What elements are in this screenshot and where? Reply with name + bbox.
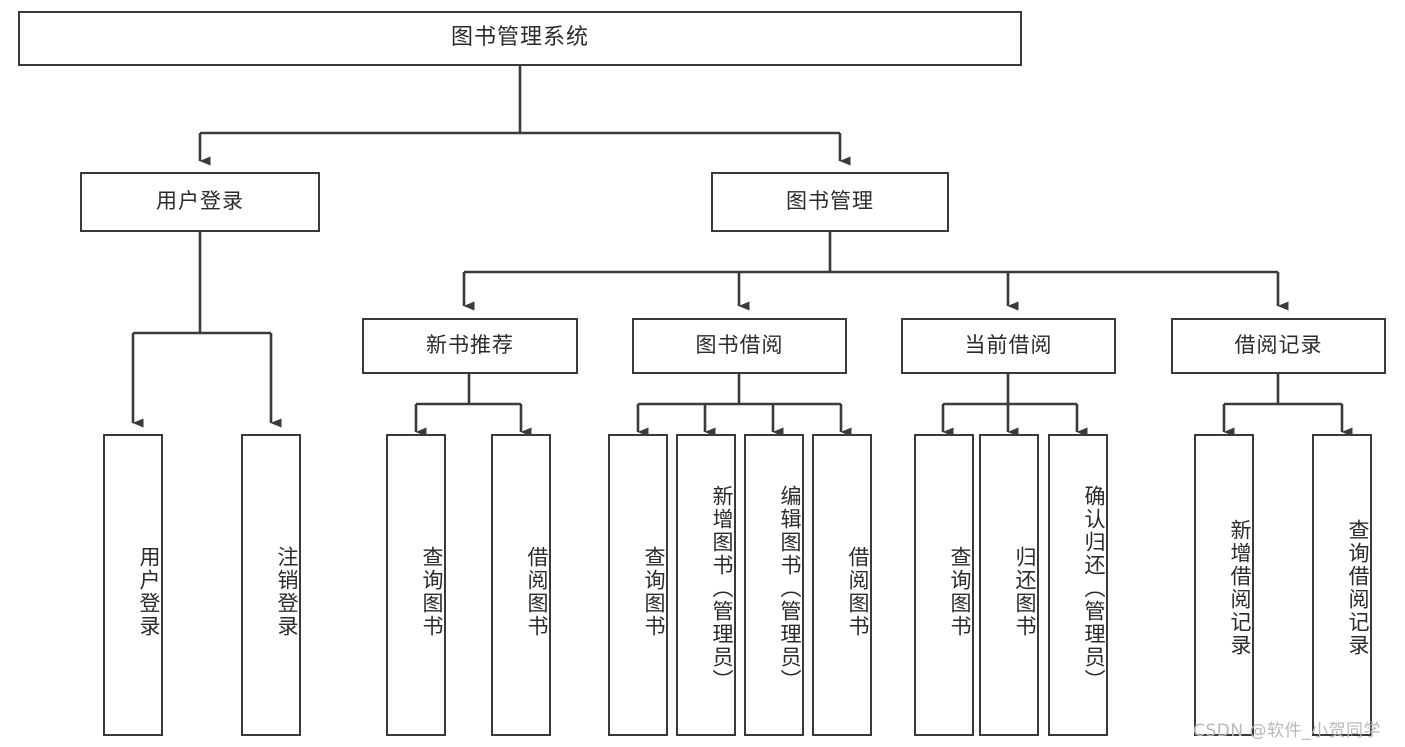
node-label: 新书推荐 xyxy=(426,333,514,358)
leaf-return-book[interactable]: 归还图书 xyxy=(979,434,1039,736)
leaf-user-login[interactable]: 用户登录 xyxy=(103,434,163,736)
leaf-borrow-book-recommend[interactable]: 借阅图书 xyxy=(491,434,551,736)
node-label: 查询借阅记录 xyxy=(1346,519,1370,657)
node-borrow-record[interactable]: 借阅记录 xyxy=(1171,318,1386,374)
leaf-borrow-book[interactable]: 借阅图书 xyxy=(812,434,872,736)
node-label: 图书管理 xyxy=(786,189,874,214)
leaf-confirm-return-admin[interactable]: 确认归还（管理员） xyxy=(1048,434,1108,736)
leaf-query-book-current[interactable]: 查询图书 xyxy=(914,434,974,736)
leaf-query-book-recommend[interactable]: 查询图书 xyxy=(386,434,446,736)
leaf-query-borrow-record[interactable]: 查询借阅记录 xyxy=(1312,434,1372,736)
leaf-add-book-admin[interactable]: 新增图书（管理员） xyxy=(676,434,736,736)
node-label: 归还图书 xyxy=(1013,546,1037,638)
leaf-edit-book-admin[interactable]: 编辑图书（管理员） xyxy=(744,434,804,736)
node-book-borrow[interactable]: 图书借阅 xyxy=(632,318,847,374)
node-new-book-recommend[interactable]: 新书推荐 xyxy=(362,318,578,374)
node-label: 新增图书（管理员） xyxy=(710,484,734,692)
node-label: 借阅图书 xyxy=(846,546,870,638)
node-label: 编辑图书（管理员） xyxy=(778,484,802,692)
node-label: 查询图书 xyxy=(642,546,666,638)
node-label: 当前借阅 xyxy=(964,333,1053,358)
node-label: 新增借阅记录 xyxy=(1228,519,1252,657)
leaf-add-borrow-record[interactable]: 新增借阅记录 xyxy=(1194,434,1254,736)
node-label: 用户登录 xyxy=(156,189,244,214)
node-label: 注销登录 xyxy=(275,546,299,638)
node-label: 查询图书 xyxy=(948,546,972,638)
node-user-login[interactable]: 用户登录 xyxy=(80,172,320,232)
node-current-borrow[interactable]: 当前借阅 xyxy=(901,318,1116,374)
node-book-management[interactable]: 图书管理 xyxy=(711,172,949,232)
node-label: 图书借阅 xyxy=(695,333,784,358)
node-label: 确认归还（管理员） xyxy=(1082,484,1106,692)
leaf-query-book-borrow[interactable]: 查询图书 xyxy=(608,434,668,736)
node-root-book-management-system[interactable]: 图书管理系统 xyxy=(18,11,1022,66)
leaf-logout-login[interactable]: 注销登录 xyxy=(241,434,301,736)
node-label: 图书管理系统 xyxy=(450,25,589,51)
node-label: 借阅图书 xyxy=(525,546,549,638)
node-label: 用户登录 xyxy=(137,546,161,638)
node-label: 查询图书 xyxy=(420,546,444,638)
node-label: 借阅记录 xyxy=(1234,333,1323,358)
watermark-text: CSDN @软件_小贺同学 xyxy=(1193,721,1381,741)
